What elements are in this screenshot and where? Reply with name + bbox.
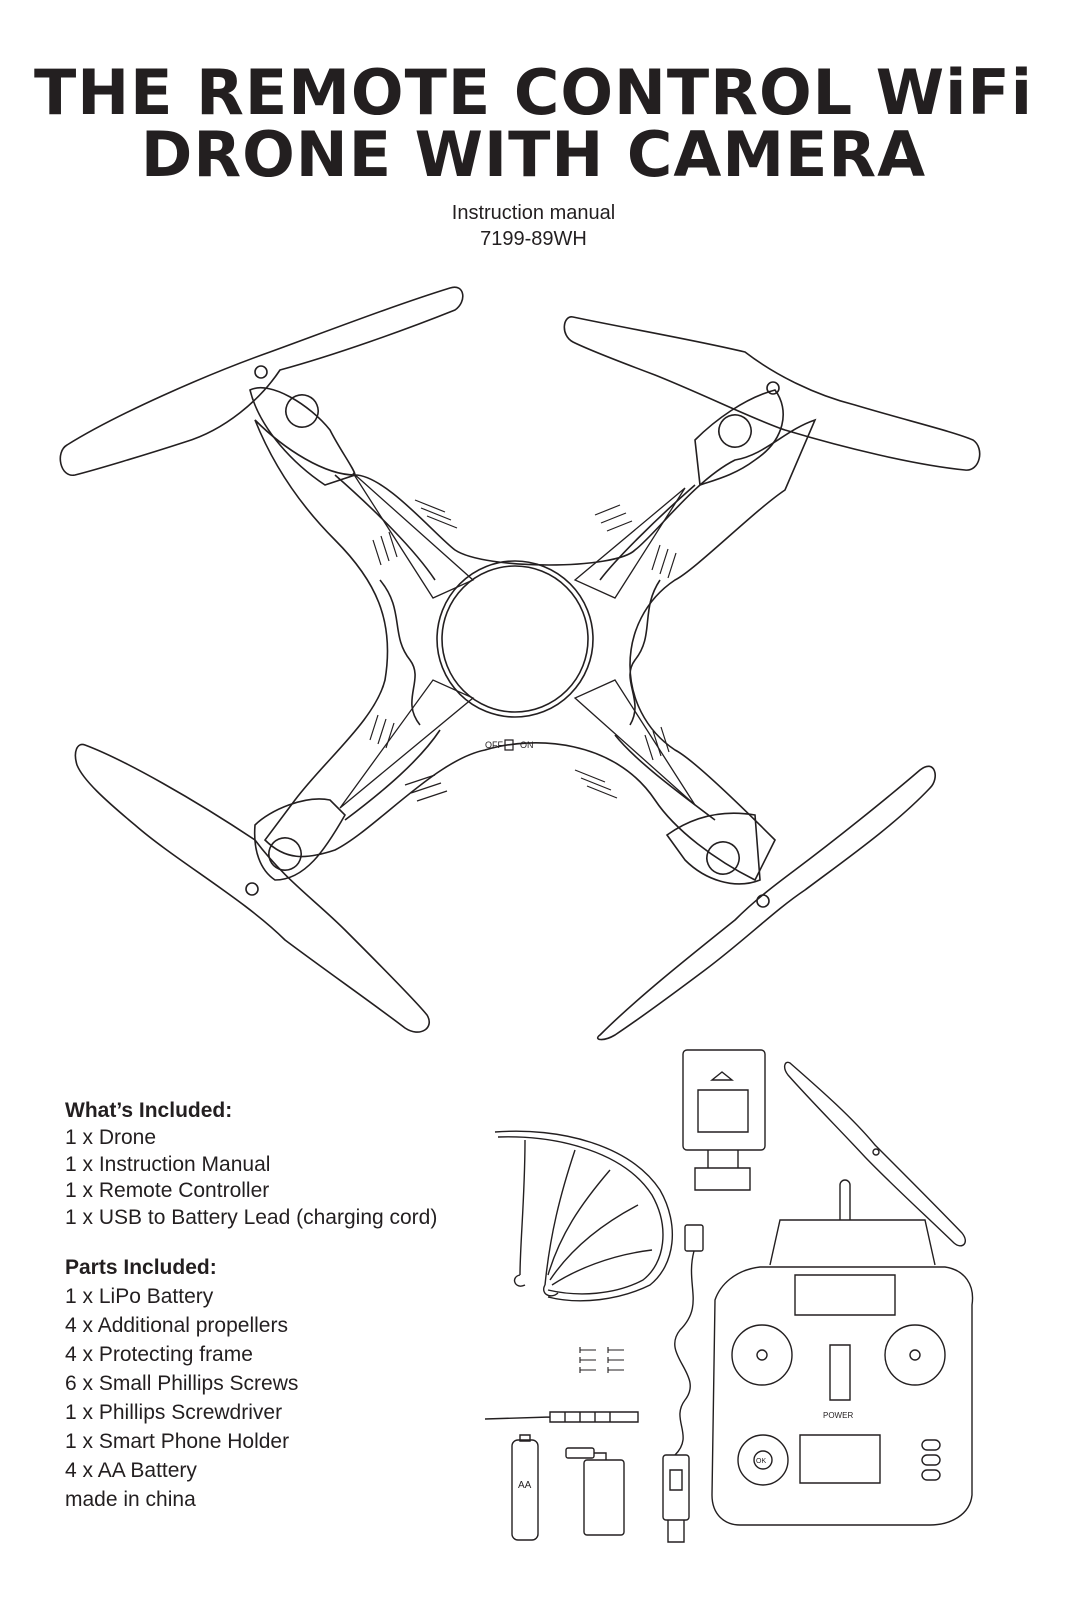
- drone-arm-panels: [340, 473, 695, 808]
- drone-center-ring-inner: [442, 566, 588, 712]
- subtitle-block: Instruction manual 7199-89WH: [0, 200, 1067, 252]
- drone-side-right: [630, 580, 660, 725]
- whats-included-heading: What’s Included:: [65, 1099, 233, 1122]
- controller-screen: [800, 1435, 880, 1483]
- propeller-top-left: [60, 287, 462, 475]
- list-item: 4 x AA Battery: [65, 1459, 197, 1482]
- spare-propeller-icon: [785, 1062, 966, 1246]
- list-item: 1 x Smart Phone Holder: [65, 1430, 290, 1453]
- switch-on-label: ON: [520, 740, 534, 750]
- dpad[interactable]: [738, 1435, 788, 1485]
- protecting-frame-icon: [495, 1131, 672, 1301]
- list-item: 6 x Small Phillips Screws: [65, 1372, 299, 1395]
- controller-ok-label: OK: [756, 1458, 766, 1465]
- function-button[interactable]: [922, 1455, 940, 1465]
- list-item: 1 x USB to Battery Lead (charging cord): [65, 1205, 438, 1229]
- right-stick[interactable]: [885, 1325, 945, 1385]
- drone-vents: [370, 500, 676, 801]
- screws-icon: [580, 1347, 624, 1373]
- drone-illustration: OFF ON: [55, 280, 995, 1050]
- list-item: 1 x Drone: [65, 1126, 157, 1149]
- lipo-battery-icon: [566, 1448, 624, 1535]
- list-item: 1 x Instruction Manual: [65, 1152, 271, 1176]
- usb-cable-icon: [663, 1225, 703, 1542]
- screwdriver-icon: [485, 1412, 638, 1422]
- propeller-bottom-left: [75, 744, 429, 1032]
- drone-center-ring-outer: [437, 561, 593, 717]
- list-item: 4 x Additional propellers: [65, 1314, 288, 1337]
- parts-included-heading: Parts Included:: [65, 1256, 217, 1279]
- list-spacer: [65, 1231, 485, 1255]
- title-line-2: DRONE WITH CAMERA: [140, 118, 927, 191]
- list-item: 4 x Protecting frame: [65, 1343, 253, 1366]
- whats-included-list: 1 x Drone 1 x Instruction Manual 1 x Rem…: [65, 1125, 485, 1231]
- phone-holder-icon: [683, 1050, 765, 1190]
- propeller-bottom-right: [598, 766, 936, 1039]
- propeller-top-right: [564, 317, 979, 470]
- remote-controller-icon: POWER OK: [712, 1180, 973, 1525]
- title-line-1: THE REMOTE CONTROL WiFi: [33, 56, 1033, 129]
- function-button[interactable]: [922, 1470, 940, 1480]
- contents-lists: What’s Included: 1 x Drone 1 x Instructi…: [65, 1098, 485, 1513]
- drone-side-left: [380, 580, 420, 725]
- power-switch[interactable]: [505, 740, 513, 750]
- model-number: 7199-89WH: [480, 228, 587, 250]
- left-stick[interactable]: [732, 1325, 792, 1385]
- power-slider[interactable]: [830, 1345, 850, 1400]
- function-button[interactable]: [922, 1440, 940, 1450]
- drone-body-outline: [255, 420, 815, 880]
- parts-included-list: 1 x LiPo Battery 4 x Additional propelle…: [65, 1282, 485, 1485]
- ok-button[interactable]: [754, 1451, 772, 1469]
- list-item: 1 x LiPo Battery: [65, 1285, 214, 1308]
- drone-motors: [250, 388, 783, 884]
- made-in-note: made in china: [65, 1488, 196, 1511]
- list-item: 1 x Phillips Screwdriver: [65, 1401, 283, 1424]
- aa-battery-icon: AA: [512, 1435, 538, 1540]
- controller-power-label: POWER: [823, 1411, 853, 1420]
- battery-label: AA: [518, 1480, 532, 1491]
- switch-off-label: OFF: [485, 740, 503, 750]
- parts-illustration: AA POWER OK: [480, 1045, 980, 1565]
- list-item: 1 x Remote Controller: [65, 1179, 270, 1202]
- manual-title: THE REMOTE CONTROL WiFi DRONE WITH CAMER…: [0, 62, 1067, 186]
- subtitle: Instruction manual: [451, 202, 616, 224]
- drone-arm-inner: [335, 475, 715, 820]
